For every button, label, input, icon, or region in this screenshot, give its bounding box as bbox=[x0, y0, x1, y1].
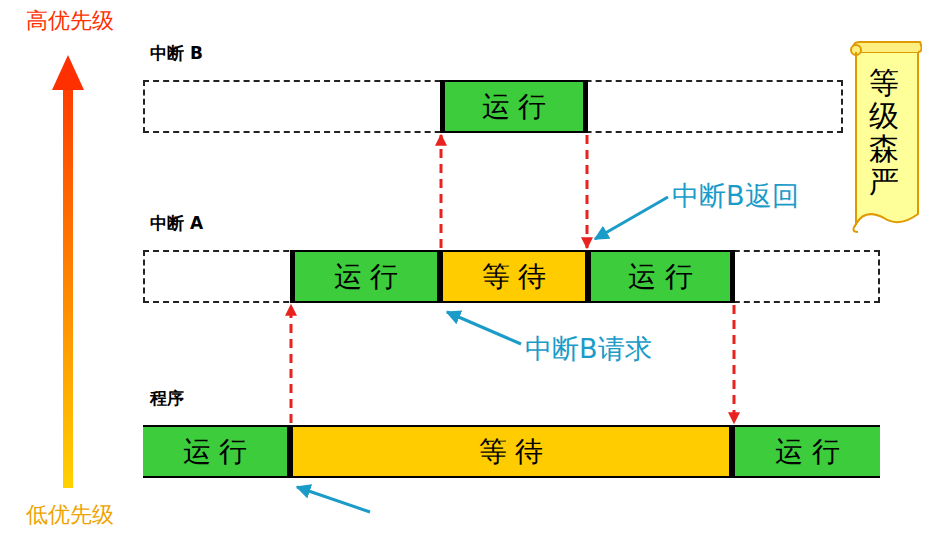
state-label: 运 行 bbox=[183, 433, 248, 471]
state-label: 运 行 bbox=[775, 433, 840, 471]
priority-arrow bbox=[52, 55, 84, 488]
timeline-band: 程序运 行等 待运 行 bbox=[143, 425, 880, 478]
state-segment: 运 行 bbox=[440, 80, 588, 133]
row-title: 中断 B bbox=[150, 42, 203, 65]
interrupt-transition bbox=[733, 305, 736, 423]
banner-text: 等级森严 bbox=[869, 66, 899, 198]
state-segment: 运 行 bbox=[732, 425, 880, 478]
state-segment: 等 待 bbox=[290, 425, 732, 478]
callout-label: 中断B返回 bbox=[672, 178, 799, 214]
state-label: 运 行 bbox=[628, 258, 693, 296]
timeline-band: 中断 A运 行等 待运 行 bbox=[143, 250, 880, 303]
leader-line bbox=[297, 487, 370, 512]
state-segment: 运 行 bbox=[290, 250, 440, 303]
leader-line bbox=[595, 197, 668, 239]
leader-line bbox=[447, 312, 521, 344]
state-segment: 运 行 bbox=[588, 250, 735, 303]
state-label: 等 待 bbox=[482, 258, 547, 296]
interrupt-transition bbox=[586, 135, 589, 248]
timeline-band: 中断 B运 行 bbox=[143, 80, 843, 133]
state-segment: 运 行 bbox=[143, 425, 290, 478]
interrupt-transition bbox=[290, 305, 293, 423]
priority-label: 低优先级 bbox=[26, 500, 114, 530]
interrupt-transition bbox=[440, 135, 443, 248]
priority-label: 高优先级 bbox=[26, 6, 114, 36]
state-label: 运 行 bbox=[334, 258, 399, 296]
row-title: 程序 bbox=[150, 387, 184, 410]
state-label: 等 待 bbox=[479, 433, 544, 471]
scroll-banner: 等级森严 bbox=[846, 38, 922, 236]
callout-label: 中断B请求 bbox=[525, 331, 652, 367]
state-segment: 等 待 bbox=[440, 250, 588, 303]
state-label: 运 行 bbox=[482, 88, 547, 126]
row-title: 中断 A bbox=[150, 212, 203, 235]
